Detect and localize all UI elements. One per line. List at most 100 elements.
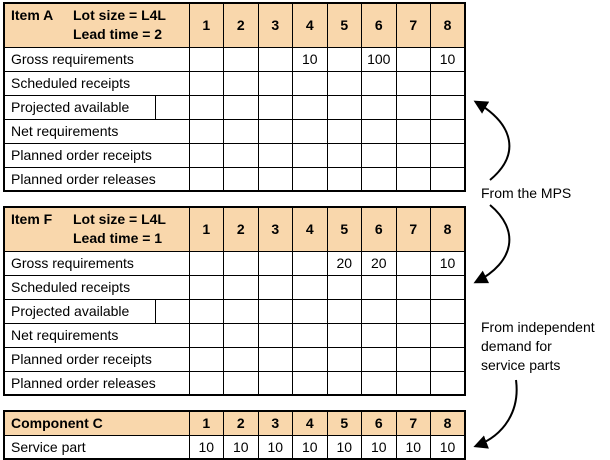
note-line: demand for [481,338,552,354]
row-label: Planned order receipts [3,142,190,168]
cell [430,322,466,348]
component-c-table: Component C 1 2 3 4 5 6 7 8 Service part… [3,410,466,460]
cell: 10 [188,434,224,460]
cell [188,166,224,192]
period-header: 7 [395,2,431,48]
period-header: 6 [361,2,397,48]
cell [361,298,397,324]
period-header: 8 [430,206,466,252]
cell [326,118,362,144]
item-a-name: Item A [11,7,54,24]
period-header: 6 [361,206,397,252]
from-independent-note: From independent demand for service part… [481,318,595,375]
cell: 10 [223,434,259,460]
table-row: Scheduled receipts [3,70,466,96]
cell [361,274,397,300]
period-header: 6 [361,410,397,436]
cell: 10 [430,434,466,460]
cell: 10 [430,46,466,72]
arrow-to-item-f [473,204,511,284]
row-label: Planned order releases [3,370,190,396]
period-header: 2 [223,2,259,48]
from-mps-note: From the MPS [481,185,572,201]
cell [326,322,362,348]
cell: 10 [326,434,362,460]
row-label: Service part [3,434,190,460]
table-row: Net requirements [3,118,466,144]
cell [257,70,293,96]
period-header: 3 [257,2,293,48]
cell [361,346,397,372]
period-header: 8 [430,2,466,48]
period-header: 1 [188,206,224,252]
cell: 10 [361,434,397,460]
table-row: Net requirements [3,322,466,348]
row-label: Projected available [3,94,190,120]
item-a-lot-size: Lot size = L4L [73,7,166,24]
item-f-table: Item F Lot size = L4L Lead time = 1 1 2 … [3,206,466,396]
item-f-name: Item F [11,211,53,228]
period-header: 2 [223,410,259,436]
cell: 10 [395,434,431,460]
cell [292,94,328,120]
cell [361,70,397,96]
table-row: Planned order receipts [3,346,466,372]
period-header: 4 [292,410,328,436]
period-header: 2 [223,206,259,252]
cell [395,94,431,120]
cell: 100 [361,46,397,72]
row-label: Planned order releases [3,166,190,192]
table-row: Projected available [3,298,466,324]
cell [257,94,293,120]
row-label: Projected available [3,298,190,324]
cell [430,298,466,324]
cell [223,166,259,192]
period-header: 7 [395,206,431,252]
cell [430,274,466,300]
cell [326,274,362,300]
arrow-to-component-c [473,379,518,449]
cell [361,142,397,168]
cell [292,370,328,396]
cell [188,70,224,96]
cell [430,118,466,144]
table-row: Gross requirements 20 20 10 [3,250,466,276]
row-label: Gross requirements [3,46,190,72]
cell [361,370,397,396]
table-row: Scheduled receipts [3,274,466,300]
cell [395,118,431,144]
cell [257,298,293,324]
table-row: Gross requirements 10 100 10 [3,46,466,72]
table-row: Projected available [3,94,466,120]
cell [257,142,293,168]
table-row: Planned order releases [3,370,466,396]
projected-available-label: Projected available [11,303,130,319]
period-header: 4 [292,206,328,252]
period-header: 5 [326,410,362,436]
table-row: Service part 10 10 10 10 10 10 10 10 [3,434,466,460]
period-header: 3 [257,206,293,252]
arrow-to-item-a [473,100,511,181]
cell: 10 [257,434,293,460]
cell [361,118,397,144]
cell [326,298,362,324]
cell [430,370,466,396]
cell [430,166,466,192]
cell [395,166,431,192]
note-line: service parts [481,357,561,373]
cell [395,298,431,324]
cell [223,46,259,72]
cell [257,166,293,192]
table-row: Planned order releases [3,166,466,192]
item-a-table: Item A Lot size = L4L Lead time = 2 1 2 … [3,2,466,192]
item-f-header: Item F Lot size = L4L Lead time = 1 [3,206,190,252]
row-label: Net requirements [3,118,190,144]
cell: 10 [292,434,328,460]
cell [223,370,259,396]
note-line: From independent [481,319,595,335]
period-header: 4 [292,2,328,48]
cell: 10 [430,250,466,276]
cell [188,250,224,276]
cell [430,142,466,168]
